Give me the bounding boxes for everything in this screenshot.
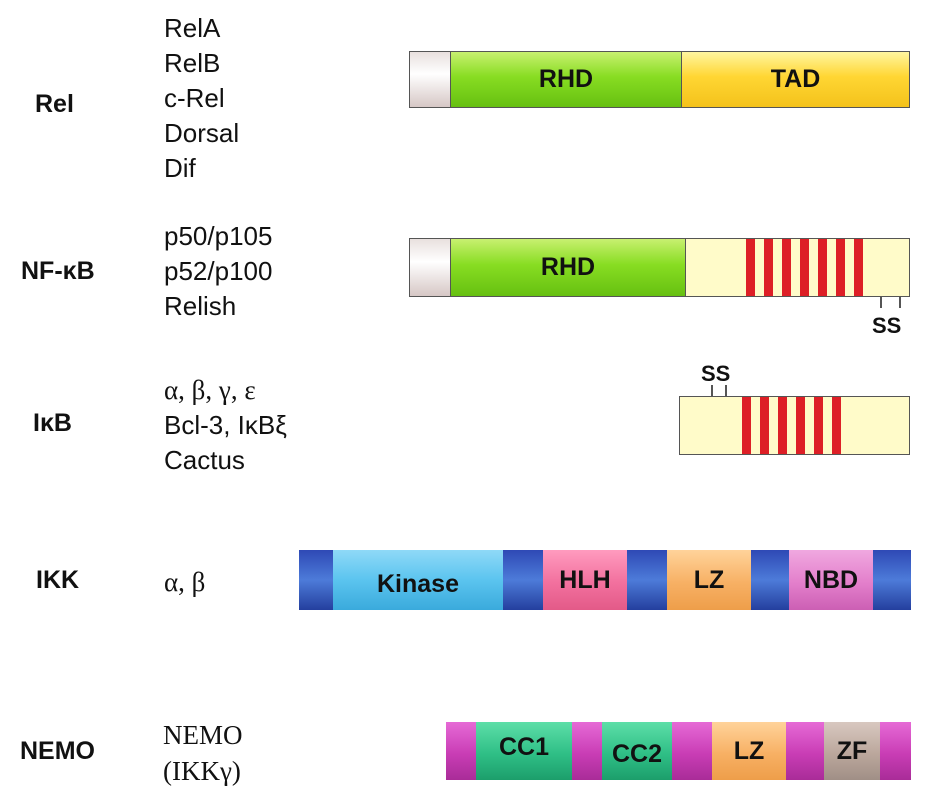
member-label: RelA bbox=[164, 13, 221, 43]
ankyrin-repeat bbox=[832, 397, 841, 454]
n-terminal-region bbox=[410, 239, 450, 296]
ss-site-label: SS bbox=[701, 361, 731, 386]
ankyrin-repeat bbox=[778, 397, 787, 454]
linker-region bbox=[503, 550, 543, 610]
member-label: p52/p100 bbox=[164, 256, 273, 286]
member-label: α, β bbox=[164, 567, 206, 597]
nemo-member-list: NEMO (IKKγ) bbox=[163, 717, 243, 789]
member-label: RelB bbox=[164, 48, 221, 78]
member-label: Dorsal bbox=[164, 118, 240, 148]
ikk-member-list: α, β bbox=[164, 564, 205, 600]
member-label: Dif bbox=[164, 153, 196, 183]
ikb-member-list: α, β, γ, ε Bcl-3, IκBξ Cactus bbox=[164, 373, 287, 478]
member-label: (IKKγ) bbox=[163, 756, 241, 786]
linker-region bbox=[786, 722, 824, 780]
phospho-site-tick bbox=[725, 385, 727, 398]
ankyrin-repeat bbox=[814, 397, 823, 454]
ikb-like-region bbox=[685, 239, 909, 296]
family-label-rel: Rel bbox=[35, 90, 74, 118]
nfkb-member-list: p50/p105 p52/p100 Relish bbox=[164, 219, 272, 324]
cc1-domain: CC1 bbox=[476, 722, 572, 780]
nemo-protein-bar: CC1 CC2 LZ ZF bbox=[446, 722, 911, 780]
phospho-site-tick bbox=[711, 385, 713, 398]
ikk-protein-bar: Kinase HLH LZ NBD bbox=[299, 550, 911, 610]
linker-region bbox=[873, 550, 911, 610]
member-label: Relish bbox=[164, 291, 237, 321]
ankyrin-repeat bbox=[836, 239, 845, 296]
linker-region bbox=[751, 550, 789, 610]
linker-region bbox=[880, 722, 911, 780]
ankyrin-repeat bbox=[800, 239, 809, 296]
nfkb-protein-bar: RHD bbox=[409, 238, 910, 297]
zf-domain: ZF bbox=[824, 722, 880, 780]
ankyrin-repeat bbox=[782, 239, 791, 296]
member-label: Bcl-3, IκBξ bbox=[164, 410, 287, 440]
cc2-domain: CC2 bbox=[602, 722, 672, 780]
ss-site-label: SS bbox=[872, 313, 902, 338]
lz-domain: LZ bbox=[712, 722, 786, 780]
member-label: c-Rel bbox=[164, 83, 225, 113]
phospho-site-tick bbox=[899, 296, 901, 308]
tad-domain: TAD bbox=[681, 52, 909, 107]
kinase-domain: Kinase bbox=[333, 550, 503, 610]
ankyrin-repeat bbox=[760, 397, 769, 454]
ankyrin-repeat bbox=[742, 397, 751, 454]
rhd-domain: RHD bbox=[450, 52, 681, 107]
family-label-ikb: IκB bbox=[33, 409, 72, 437]
ikb-protein-bar bbox=[679, 396, 910, 455]
ankyrin-repeat bbox=[796, 397, 805, 454]
family-label-nemo: NEMO bbox=[20, 737, 95, 765]
rel-protein-bar: RHD TAD bbox=[409, 51, 910, 108]
member-label: p50/p105 bbox=[164, 221, 273, 251]
hlh-domain: HLH bbox=[543, 550, 627, 610]
member-label: NEMO bbox=[163, 720, 243, 750]
linker-region bbox=[446, 722, 476, 780]
ankyrin-repeat bbox=[764, 239, 773, 296]
ikb-region bbox=[680, 397, 909, 454]
phospho-site-tick bbox=[880, 296, 882, 308]
member-label: α, β, γ, ε bbox=[164, 375, 256, 405]
linker-region bbox=[627, 550, 667, 610]
ankyrin-repeat bbox=[746, 239, 755, 296]
ankyrin-repeat bbox=[854, 239, 863, 296]
ankyrin-repeat bbox=[818, 239, 827, 296]
family-label-nfkb: NF-κB bbox=[21, 257, 95, 285]
linker-region bbox=[299, 550, 333, 610]
family-label-ikk: IKK bbox=[36, 566, 80, 594]
rhd-domain: RHD bbox=[450, 239, 685, 296]
rel-member-list: RelA RelB c-Rel Dorsal Dif bbox=[164, 11, 239, 186]
linker-region bbox=[572, 722, 602, 780]
n-terminal-region bbox=[410, 52, 450, 107]
nbd-domain: NBD bbox=[789, 550, 873, 610]
lz-domain: LZ bbox=[667, 550, 751, 610]
member-label: Cactus bbox=[164, 445, 245, 475]
linker-region bbox=[672, 722, 712, 780]
